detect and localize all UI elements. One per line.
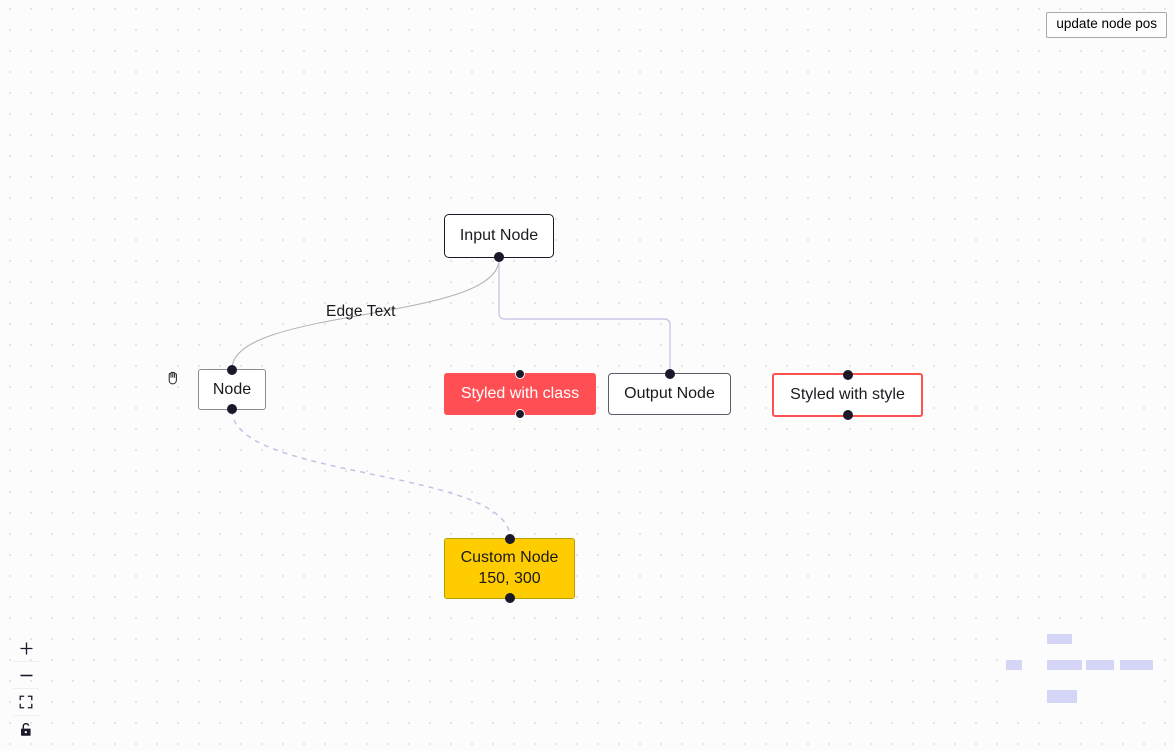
zoom-in-button[interactable]: [13, 635, 39, 662]
minimap-node-3: [1086, 660, 1114, 670]
node-sublabel: 150, 300: [478, 570, 541, 587]
handle-top[interactable]: [515, 369, 525, 379]
minus-icon: [19, 668, 34, 683]
edge-e-input-output[interactable]: [498, 259, 671, 373]
edge-e-node2-custom[interactable]: [231, 409, 511, 539]
minimap-node-5: [1047, 690, 1077, 703]
node-input[interactable]: Input Node: [444, 214, 554, 262]
node-node-2[interactable]: Node: [198, 365, 266, 414]
handle-top[interactable]: [842, 370, 853, 380]
node-custom[interactable]: Custom Node 150, 300: [444, 534, 575, 603]
fit-view-button[interactable]: [13, 689, 39, 716]
node-label: Output Node: [624, 385, 715, 403]
handle-bottom[interactable]: [494, 252, 504, 262]
node-label: Node: [212, 380, 252, 398]
handle-top[interactable]: [227, 365, 237, 375]
minimap-node-1: [1047, 634, 1072, 644]
handle-bottom[interactable]: [515, 409, 525, 419]
node-output[interactable]: Output Node: [608, 369, 731, 415]
fit-view-icon: [19, 695, 33, 709]
minimap-node-2: [1047, 660, 1082, 670]
minimap-node-4: [1120, 660, 1153, 670]
zoom-out-button[interactable]: [13, 662, 39, 689]
handle-top[interactable]: [664, 369, 675, 379]
grab-hand-cursor: [168, 371, 177, 385]
handle-top[interactable]: [504, 534, 515, 544]
node-styled-class[interactable]: Styled with class: [444, 369, 596, 419]
lock-icon: [19, 722, 33, 737]
node-label: Input Node: [459, 227, 539, 245]
flow-controls[interactable]: [13, 635, 39, 743]
edge-label-e-input-node2: Edge Text: [326, 303, 396, 320]
lock-button[interactable]: [13, 716, 39, 743]
minimap[interactable]: [1000, 621, 1153, 721]
node-styled-style[interactable]: Styled with style: [772, 370, 923, 420]
handle-bottom[interactable]: [227, 404, 237, 414]
handle-bottom[interactable]: [504, 593, 515, 603]
update-node-pos-button[interactable]: update node pos: [1046, 12, 1167, 38]
plus-icon: [19, 641, 34, 656]
node-label: Styled with class: [460, 385, 580, 403]
node-label: Styled with style: [790, 386, 905, 404]
minimap-node-0: [1006, 660, 1022, 670]
node-label: Custom Node: [460, 549, 559, 567]
handle-bottom[interactable]: [842, 410, 853, 420]
